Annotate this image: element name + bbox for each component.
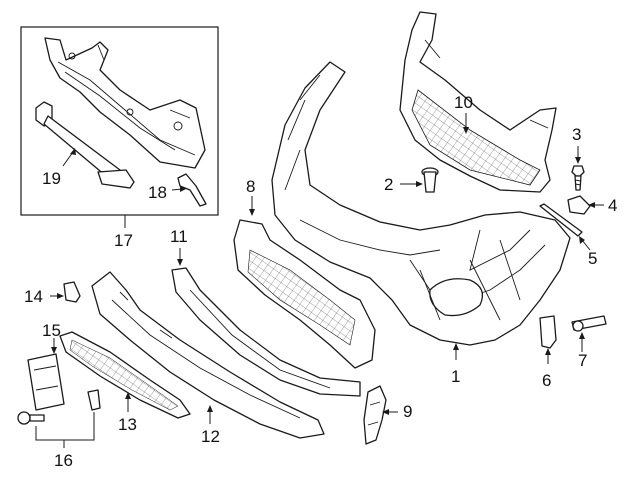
bracket-part-6 <box>539 315 557 364</box>
callout-11: 11 <box>170 227 188 246</box>
bracket-part-9 <box>363 385 398 445</box>
upper-frame-part-10 <box>399 11 557 193</box>
callout-17: 17 <box>114 231 133 250</box>
callout-13: 13 <box>118 415 137 434</box>
plate-bracket-part-15 <box>27 338 65 411</box>
absorber-part-8 <box>233 196 376 369</box>
lower-trim-part-11 <box>171 248 361 397</box>
callout-12: 12 <box>201 427 220 446</box>
screw-part-3 <box>571 146 585 191</box>
callout-9: 9 <box>403 402 413 421</box>
clip-nut-part-4 <box>567 195 604 215</box>
strip-part-5 <box>539 203 591 251</box>
callout-8: 8 <box>246 177 256 196</box>
callout-16: 16 <box>54 451 73 470</box>
callout-1: 1 <box>451 367 461 386</box>
callout-18: 18 <box>148 183 167 202</box>
callout-4: 4 <box>608 196 618 215</box>
bracket-arm-part-19 <box>35 101 135 189</box>
callout-2: 2 <box>384 175 394 194</box>
callout-6: 6 <box>542 371 552 390</box>
bolt-part-16 <box>17 389 101 448</box>
front-carrier-part-17 <box>44 37 206 169</box>
bracket-part-14 <box>50 281 81 303</box>
inset-box-17 <box>20 26 219 216</box>
callout-19: 19 <box>42 169 61 188</box>
clip-part-2 <box>400 167 439 193</box>
small-bracket-part-18 <box>171 173 207 207</box>
callout-15: 15 <box>42 321 61 340</box>
retainer-pin-part-7 <box>571 315 607 352</box>
lower-panel-part-13 <box>59 331 191 419</box>
lower-grille-part-12 <box>91 271 325 439</box>
bumper-cover-part-1 <box>271 61 571 360</box>
callout-10: 10 <box>454 93 473 112</box>
callout-5: 5 <box>588 249 598 268</box>
callout-3: 3 <box>572 125 582 144</box>
callout-14: 14 <box>24 287 43 306</box>
callout-7: 7 <box>578 351 588 370</box>
